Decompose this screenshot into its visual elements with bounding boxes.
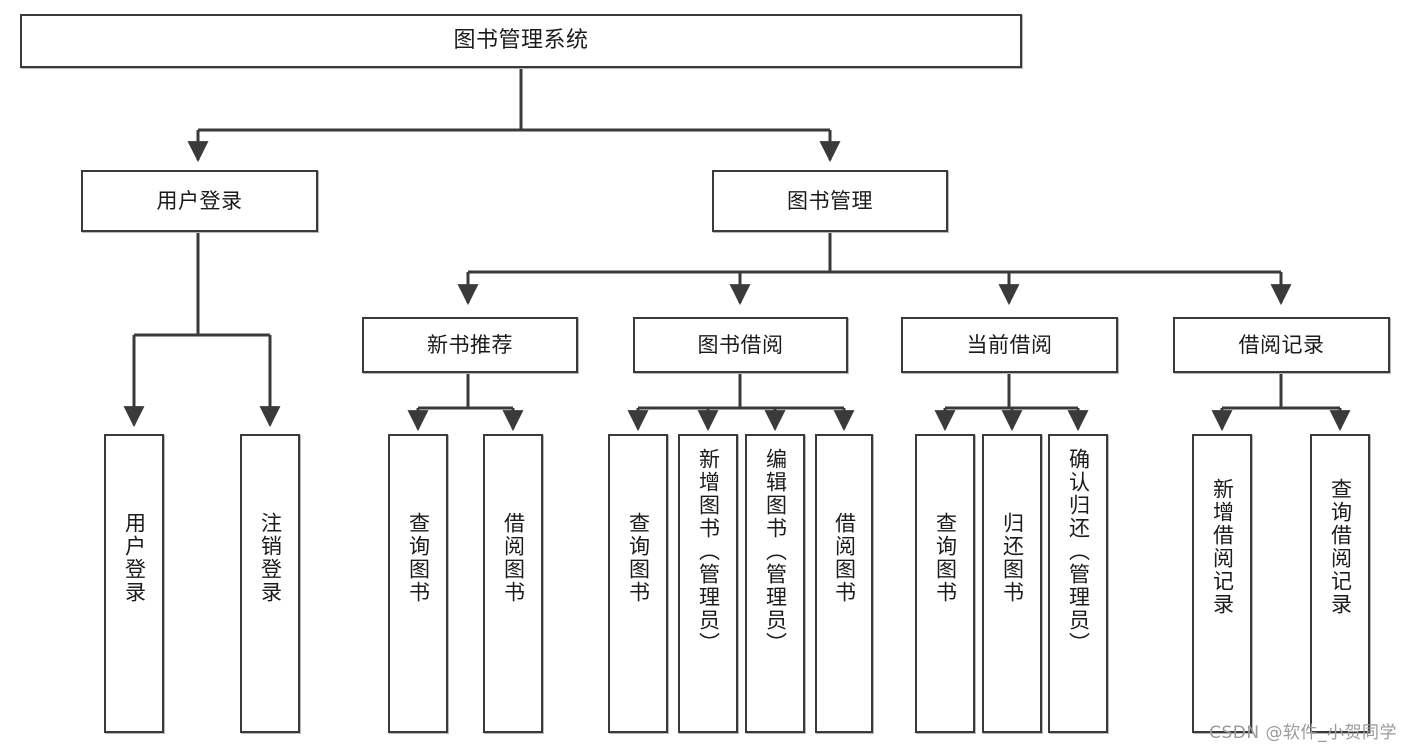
node-label: 图书管理 — [787, 188, 873, 213]
node-label: 查询图书 — [626, 512, 651, 604]
leaf-query-book-borrow[interactable]: 查询图书 — [608, 434, 668, 733]
node-label: 新增借阅记录 — [1210, 478, 1235, 616]
leaf-query-borrow-record[interactable]: 查询借阅记录 — [1310, 434, 1370, 733]
node-book-borrow[interactable]: 图书借阅 — [633, 317, 848, 373]
node-label: 归还图书 — [1000, 512, 1025, 604]
node-label: 查询图书 — [933, 512, 958, 604]
node-label: 用户登录 — [156, 188, 243, 213]
node-label: 当前借阅 — [966, 332, 1053, 357]
node-label: 图书借阅 — [697, 332, 784, 357]
leaf-return-book[interactable]: 归还图书 — [982, 434, 1042, 733]
csdn-watermark: CSDN @软件_小贺同学 — [1209, 723, 1397, 743]
node-label: 确认归还（管理员） — [1066, 448, 1091, 655]
node-label: 借阅图书 — [832, 512, 857, 604]
leaf-add-borrow-record[interactable]: 新增借阅记录 — [1192, 434, 1252, 733]
node-label: 查询借阅记录 — [1328, 478, 1353, 616]
node-label: 新增图书（管理员） — [696, 448, 721, 655]
node-label: 借阅图书 — [501, 512, 526, 604]
node-label: 用户登录 — [122, 512, 147, 604]
leaf-query-book-recommend[interactable]: 查询图书 — [388, 434, 448, 733]
node-label: 编辑图书（管理员） — [763, 448, 788, 655]
node-label: 借阅记录 — [1238, 332, 1325, 357]
node-user-login[interactable]: 用户登录 — [81, 170, 318, 232]
node-book-management[interactable]: 图书管理 — [712, 170, 948, 232]
node-label: 查询图书 — [406, 512, 431, 604]
node-borrow-record[interactable]: 借阅记录 — [1173, 317, 1390, 373]
leaf-user-login[interactable]: 用户登录 — [104, 434, 164, 733]
node-label: 图书管理系统 — [453, 28, 589, 54]
leaf-borrow-book-recommend[interactable]: 借阅图书 — [483, 434, 543, 733]
leaf-query-book-current[interactable]: 查询图书 — [915, 434, 975, 733]
node-new-book-recommend[interactable]: 新书推荐 — [362, 317, 578, 373]
node-root-system[interactable]: 图书管理系统 — [20, 14, 1022, 68]
node-label: 注销登录 — [258, 512, 283, 604]
leaf-edit-book-admin[interactable]: 编辑图书（管理员） — [745, 434, 805, 733]
leaf-add-book-admin[interactable]: 新增图书（管理员） — [678, 434, 738, 733]
node-current-borrow[interactable]: 当前借阅 — [901, 317, 1118, 373]
leaf-logout[interactable]: 注销登录 — [240, 434, 300, 733]
leaf-confirm-return-admin[interactable]: 确认归还（管理员） — [1048, 434, 1108, 733]
node-label: 新书推荐 — [427, 332, 513, 357]
leaf-borrow-book-borrow[interactable]: 借阅图书 — [815, 434, 873, 733]
